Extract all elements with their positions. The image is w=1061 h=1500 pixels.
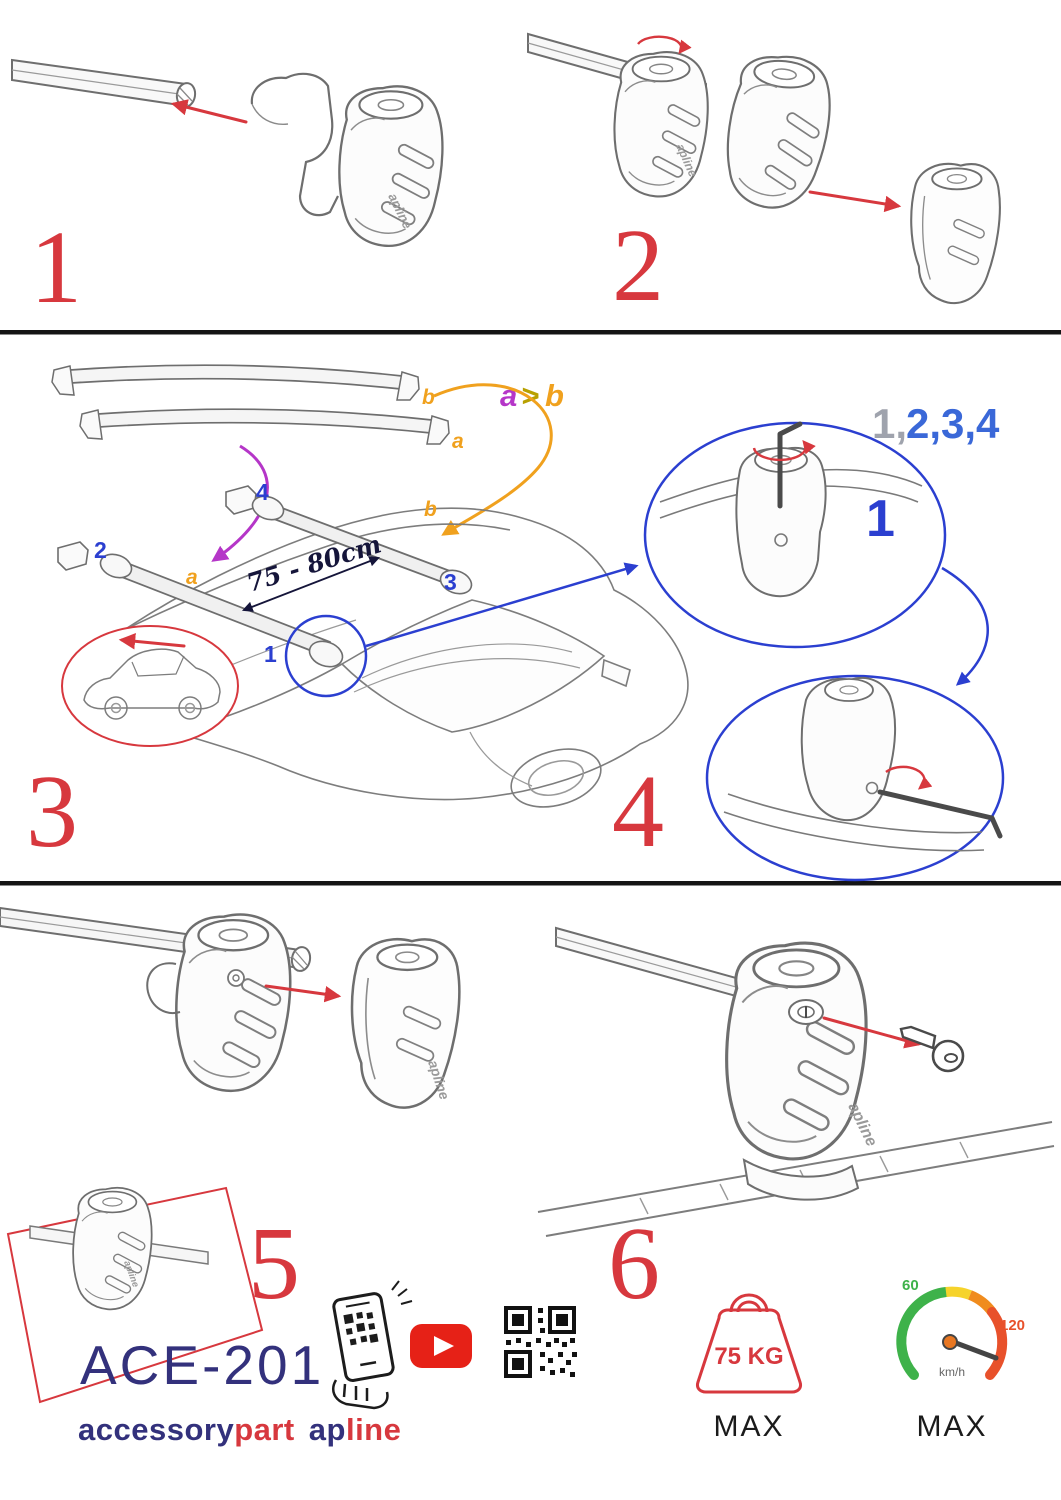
step4-number: 4 [612,754,664,869]
brand-ap: ap [309,1412,346,1447]
remove-cover-arrow [808,190,902,213]
roof-zone-frame [6,1186,264,1404]
loose-clamp-4 [225,485,257,515]
closeup-number: 1 [866,490,895,548]
hand-icon [332,1379,389,1410]
step1-illustration: apline [11,58,444,248]
allen-key-vertical [777,421,803,509]
gauge-120: 120 [1000,1317,1025,1334]
qr-code [504,1306,577,1378]
tighten-sequence-blue: 2,3,4 [906,400,1000,447]
compare-b: b [545,378,564,413]
weight-limit-icon: 75 KG [696,1293,802,1394]
bar-b-label: b [422,386,435,409]
weight-max: MAX [713,1410,784,1443]
lock-cylinder [227,969,245,987]
tighten-sequence-gray: 1, [872,400,907,447]
step3-number: 3 [26,754,78,869]
step5-number: 5 [248,1206,300,1321]
youtube-icon [410,1324,472,1368]
speed-max: MAX [916,1410,987,1443]
mini-car [83,648,221,720]
key-arrow [822,1016,922,1049]
clamp-arm [250,72,339,217]
roof-a-label: a [186,566,198,589]
cover-piece [910,162,1001,305]
ellipse-connector [941,566,989,686]
foot-body [338,85,444,248]
crossbar-b [69,364,403,390]
rotate-arrow-top [752,439,816,462]
closeup-bottom-drawing [723,677,1003,852]
step5-illustration: apline apline [0,906,461,1404]
crossbar-a [97,408,433,434]
foot-step6 [725,941,868,1161]
mobile-scan-icon [332,1292,395,1382]
brand-accessory: accessory [78,1412,234,1447]
step3-illustration: b a a > b 75 [51,364,689,808]
roof-pos-4: 4 [256,479,269,505]
cover-arrow [264,984,342,1003]
allen-key-horizontal [877,789,1003,839]
step4-illustration: 1, 2,3,4 1 [643,400,1005,882]
phone-qr-pixels [343,1311,379,1346]
bar-a-label: a [452,430,464,453]
insert-arrow [170,99,248,124]
callout-connector [365,562,639,648]
weight-value: 75 KG [714,1343,783,1370]
guide-curve-b [433,383,553,536]
step2-illustration: apline [527,32,1001,305]
foot-step5 [175,913,292,1093]
front-direction-arrow [118,633,186,650]
foot-mini [72,1186,153,1311]
brand-part: part [234,1412,295,1447]
divider-top [0,330,1061,335]
step1-number: 1 [30,210,82,325]
divider-bottom [0,881,1061,886]
step6-number: 6 [608,1206,660,1321]
roof-pos-2: 2 [94,537,107,563]
roof-pos-1: 1 [264,641,277,667]
loose-clamp-2 [57,541,89,571]
roof-pos-3: 3 [444,569,457,595]
brand-line: line [346,1412,401,1447]
compare-a: a [500,378,517,413]
direction-callout-ellipse [61,625,239,747]
play-icon [434,1336,454,1356]
gauge-unit: km/h [939,1365,965,1379]
model-name: ACE-201 [80,1334,324,1396]
rotate-arrow-bottom [885,765,933,790]
rotate-arrow [637,35,692,55]
apline-logo-step6: apline [844,1100,880,1149]
scan-waves-icon [391,1280,413,1305]
callout-circle [284,614,368,698]
foot-mid [720,50,837,214]
gauge-60: 60 [902,1277,919,1294]
closeup-top-drawing [659,421,923,598]
dimension-arrow [241,556,381,612]
step2-number: 2 [612,208,664,323]
compare-gt: > [521,378,539,413]
roof-b-label: b [424,498,437,521]
key-icon [899,1025,965,1073]
speed-gauge-icon: 60 120 km/h [896,1277,1025,1380]
step6-illustration: apline [537,926,1055,1237]
